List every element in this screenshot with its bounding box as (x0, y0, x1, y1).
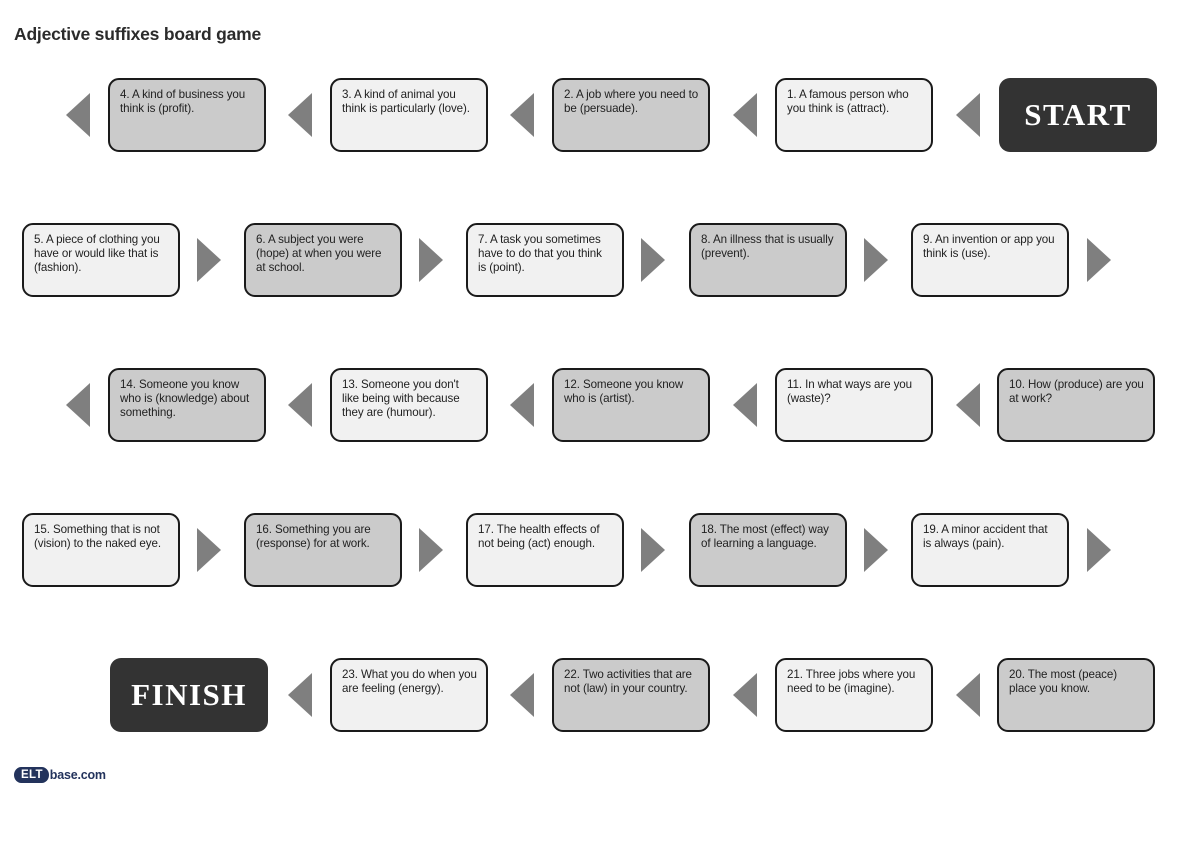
board-cell-6[interactable]: 6. A subject you were (hope) at when you… (244, 223, 402, 297)
board-cell-14[interactable]: 14. Someone you know who is (knowledge) … (108, 368, 266, 442)
arrow-left-icon (733, 93, 757, 137)
arrow-left-icon (956, 383, 980, 427)
board-row-4: 15. Something that is not (vision) to th… (0, 513, 1200, 658)
arrow-left-icon (733, 383, 757, 427)
arrow-right-icon (1087, 528, 1111, 572)
board-cell-19[interactable]: 19. A minor accident that is always (pai… (911, 513, 1069, 587)
arrow-left-icon (956, 93, 980, 137)
arrow-left-icon (66, 383, 90, 427)
arrow-left-icon (510, 673, 534, 717)
board-cell-18[interactable]: 18. The most (effect) way of learning a … (689, 513, 847, 587)
arrow-left-icon (733, 673, 757, 717)
board-cell-2[interactable]: 2. A job where you need to be (persuade)… (552, 78, 710, 152)
board-row-2: 5. A piece of clothing you have or would… (0, 223, 1200, 368)
board-cell-5[interactable]: 5. A piece of clothing you have or would… (22, 223, 180, 297)
board-cell-15[interactable]: 15. Something that is not (vision) to th… (22, 513, 180, 587)
arrow-right-icon (1087, 238, 1111, 282)
board-cell-21[interactable]: 21. Three jobs where you need to be (ima… (775, 658, 933, 732)
board-cell-17[interactable]: 17. The health effects of not being (act… (466, 513, 624, 587)
arrow-left-icon (288, 93, 312, 137)
board-cell-12[interactable]: 12. Someone you know who is (artist). (552, 368, 710, 442)
board-cell-20[interactable]: 20. The most (peace) place you know. (997, 658, 1155, 732)
board-cell-11[interactable]: 11. In what ways are you (waste)? (775, 368, 933, 442)
arrow-right-icon (641, 238, 665, 282)
site-logo[interactable]: ELT base.com (14, 765, 106, 785)
arrow-right-icon (197, 528, 221, 572)
board-cell-8[interactable]: 8. An illness that is usually (prevent). (689, 223, 847, 297)
board-cell-13[interactable]: 13. Someone you don't like being with be… (330, 368, 488, 442)
game-board: 4. A kind of business you think is (prof… (0, 78, 1200, 803)
board-cell-7[interactable]: 7. A task you sometimes have to do that … (466, 223, 624, 297)
board-row-1: 4. A kind of business you think is (prof… (0, 78, 1200, 223)
board-cell-16[interactable]: 16. Something you are (response) for at … (244, 513, 402, 587)
board-cell-10[interactable]: 10. How (produce) are you at work? (997, 368, 1155, 442)
arrow-left-icon (288, 673, 312, 717)
board-cell-23[interactable]: 23. What you do when you are feeling (en… (330, 658, 488, 732)
start-tile[interactable]: START (999, 78, 1157, 152)
board-cell-4[interactable]: 4. A kind of business you think is (prof… (108, 78, 266, 152)
page-title: Adjective suffixes board game (14, 24, 262, 44)
arrow-right-icon (197, 238, 221, 282)
board-cell-3[interactable]: 3. A kind of animal you think is particu… (330, 78, 488, 152)
arrow-right-icon (419, 238, 443, 282)
board-cell-22[interactable]: 22. Two activities that are not (law) in… (552, 658, 710, 732)
arrow-right-icon (864, 238, 888, 282)
arrow-left-icon (510, 383, 534, 427)
board-cell-9[interactable]: 9. An invention or app you think is (use… (911, 223, 1069, 297)
arrow-right-icon (419, 528, 443, 572)
logo-badge-elt: ELT (14, 767, 49, 783)
arrow-right-icon (864, 528, 888, 572)
board-row-3: 14. Someone you know who is (knowledge) … (0, 368, 1200, 513)
finish-tile[interactable]: FINISH (110, 658, 268, 732)
arrow-left-icon (956, 673, 980, 717)
arrow-left-icon (66, 93, 90, 137)
arrow-left-icon (510, 93, 534, 137)
board-row-5: FINISH 23. What you do when you are feel… (0, 658, 1200, 803)
logo-text-basecom: base.com (49, 768, 106, 782)
arrow-right-icon (641, 528, 665, 572)
board-cell-1[interactable]: 1. A famous person who you think is (att… (775, 78, 933, 152)
arrow-left-icon (288, 383, 312, 427)
